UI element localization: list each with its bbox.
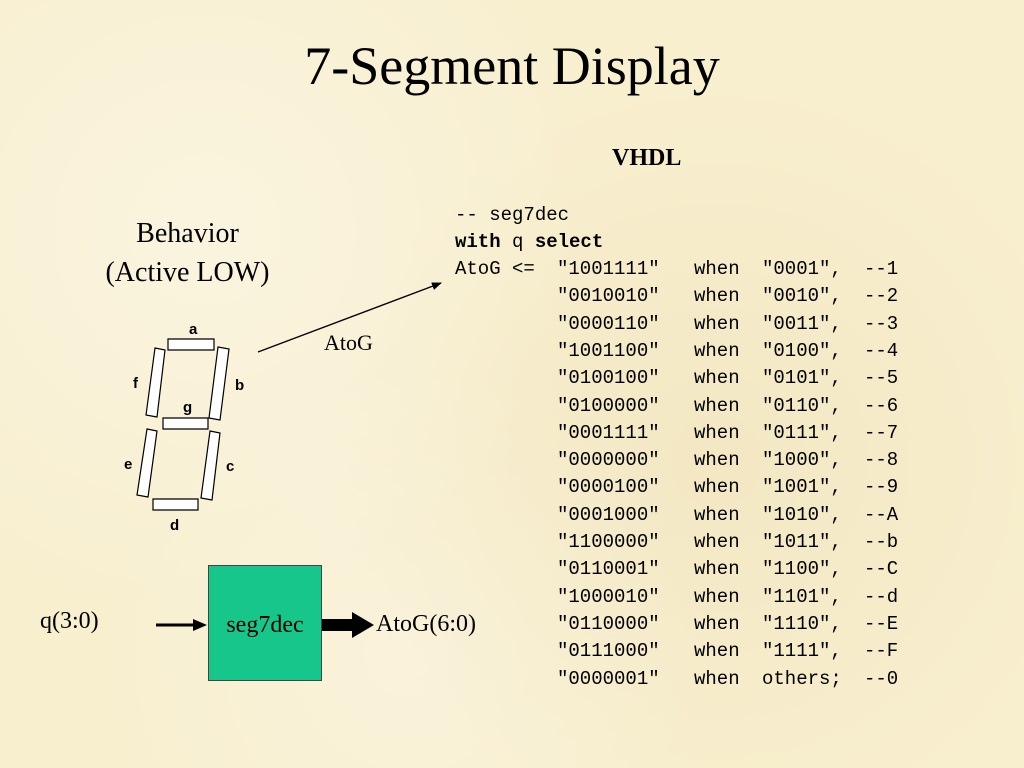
segment-label-d: d bbox=[170, 517, 179, 534]
input-label: q(3:0) bbox=[40, 608, 99, 634]
code-row-comment: --9 bbox=[864, 476, 899, 499]
code-row-when-keyword: when bbox=[694, 558, 740, 581]
code-row-when-keyword: when bbox=[694, 667, 740, 690]
code-row-comment: --2 bbox=[864, 285, 899, 308]
code-row-when-keyword: when bbox=[694, 285, 740, 308]
code-assign: AtoG <= bbox=[455, 258, 535, 280]
code-row-comment: --F bbox=[864, 640, 899, 663]
code-row-when-keyword: when bbox=[694, 531, 740, 553]
with-keyword: with bbox=[455, 231, 501, 253]
segment-label-g: g bbox=[183, 399, 192, 416]
segment-g bbox=[162, 417, 209, 430]
code-row-value: "1001100" bbox=[557, 339, 660, 362]
segment-a bbox=[167, 338, 215, 351]
code-row-value: "0000100" bbox=[557, 476, 660, 499]
code-row-value: "0100100" bbox=[557, 367, 660, 390]
code-row-value: "0000000" bbox=[557, 449, 660, 472]
code-row-value: "0001000" bbox=[557, 503, 660, 526]
code-row-selector: "0101", bbox=[762, 367, 842, 390]
code-row-when-keyword: when bbox=[694, 258, 740, 280]
code-row-selector: "0001", bbox=[762, 258, 842, 280]
seg7dec-block-label: seg7dec bbox=[226, 612, 304, 638]
output-label: AtoG(6:0) bbox=[376, 611, 476, 637]
segment-c bbox=[200, 430, 221, 501]
code-row-selector: "0010", bbox=[762, 285, 842, 308]
behavior-line-2: (Active LOW) bbox=[105, 257, 270, 288]
code-row-when-keyword: when bbox=[694, 312, 740, 335]
seg7dec-block bbox=[208, 565, 322, 681]
behavior-label: Behavior (Active LOW) bbox=[80, 214, 295, 292]
segment-d bbox=[152, 498, 199, 511]
code-row-selector: "1010", bbox=[762, 503, 842, 526]
code-row-selector: "1111", bbox=[762, 640, 842, 663]
code-comment: -- seg7dec bbox=[455, 204, 570, 226]
output-arrow-shaft bbox=[322, 619, 356, 631]
code-row-value: "1000010" bbox=[557, 585, 660, 608]
code-row-comment: --d bbox=[864, 585, 899, 608]
code-row-comment: --1 bbox=[864, 258, 899, 280]
code-row-value: "0000110" bbox=[557, 312, 660, 335]
code-row-value: "0110001" bbox=[557, 558, 660, 581]
code-row-comment: --8 bbox=[864, 449, 899, 472]
code-row-when-keyword: when bbox=[694, 503, 740, 526]
code-row-comment: --A bbox=[864, 503, 899, 526]
code-row-selector: "1101", bbox=[762, 585, 842, 608]
segment-label-c: c bbox=[226, 458, 234, 475]
code-row-value: "0000001" bbox=[557, 667, 660, 690]
segment-b bbox=[208, 346, 230, 421]
segment-label-e: e bbox=[124, 456, 132, 473]
code-row-when-keyword: when bbox=[694, 585, 740, 608]
select-keyword: select bbox=[534, 231, 604, 253]
code-row-selector: "0100", bbox=[762, 339, 842, 362]
slide-title: 7-Segment Display bbox=[304, 36, 720, 96]
code-row-selector: others; bbox=[762, 667, 842, 690]
code-row-comment: --6 bbox=[864, 394, 899, 417]
code-row-value: "1100000" bbox=[557, 531, 660, 553]
code-row-selector: "0110", bbox=[762, 394, 842, 417]
code-row-selector: "1110", bbox=[762, 612, 842, 635]
code-row-value: "0110000" bbox=[557, 612, 660, 635]
code-row-value: "0111000" bbox=[557, 640, 660, 663]
segment-label-f: f bbox=[133, 375, 139, 392]
code-row-value: "0010010" bbox=[557, 285, 660, 308]
behavior-line-1: Behavior bbox=[136, 218, 239, 249]
code-row-when-keyword: when bbox=[694, 640, 740, 663]
segment-f bbox=[145, 347, 166, 418]
code-row-value: "0001111" bbox=[557, 421, 660, 444]
code-row-selector: "1000", bbox=[762, 449, 842, 472]
vhdl-heading: VHDL bbox=[612, 145, 682, 171]
code-row-comment: --4 bbox=[864, 339, 899, 362]
output-arrow-head bbox=[352, 612, 374, 638]
code-row-selector: "0011", bbox=[762, 312, 842, 335]
segment-label-a: a bbox=[189, 321, 198, 338]
atog-arrow-label: AtoG bbox=[324, 330, 373, 355]
code-row-when-keyword: when bbox=[694, 367, 740, 390]
code-with-line: with q select bbox=[455, 229, 603, 256]
code-row-when-keyword: when bbox=[694, 421, 740, 444]
code-row-comment: --3 bbox=[864, 312, 899, 335]
code-row-when-keyword: when bbox=[694, 476, 740, 499]
segment-e bbox=[136, 428, 158, 498]
code-row-comment: --0 bbox=[864, 667, 899, 690]
code-row-value: "1001111" bbox=[557, 258, 660, 280]
code-row-when-keyword: when bbox=[694, 394, 740, 417]
code-row-selector: "1100", bbox=[762, 558, 842, 581]
code-row-comment: --5 bbox=[864, 367, 899, 390]
code-row-comment: --E bbox=[864, 612, 899, 635]
code-row-value: "0100000" bbox=[557, 394, 660, 417]
pointer-arrow bbox=[257, 282, 442, 353]
with-variable: q bbox=[512, 231, 524, 253]
code-row-selector: "1011", bbox=[762, 531, 842, 553]
segment-label-b: b bbox=[235, 377, 244, 394]
input-arrow-head bbox=[193, 619, 207, 631]
code-row-comment: --7 bbox=[864, 421, 899, 444]
code-row-comment: --C bbox=[864, 558, 899, 581]
code-row-comment: --b bbox=[864, 531, 899, 553]
code-row-selector: "0111", bbox=[762, 421, 842, 444]
code-row-when-keyword: when bbox=[694, 339, 740, 362]
code-row-when-keyword: when bbox=[694, 449, 740, 472]
code-row-selector: "1001", bbox=[762, 476, 842, 499]
code-row-when-keyword: when bbox=[694, 612, 740, 635]
